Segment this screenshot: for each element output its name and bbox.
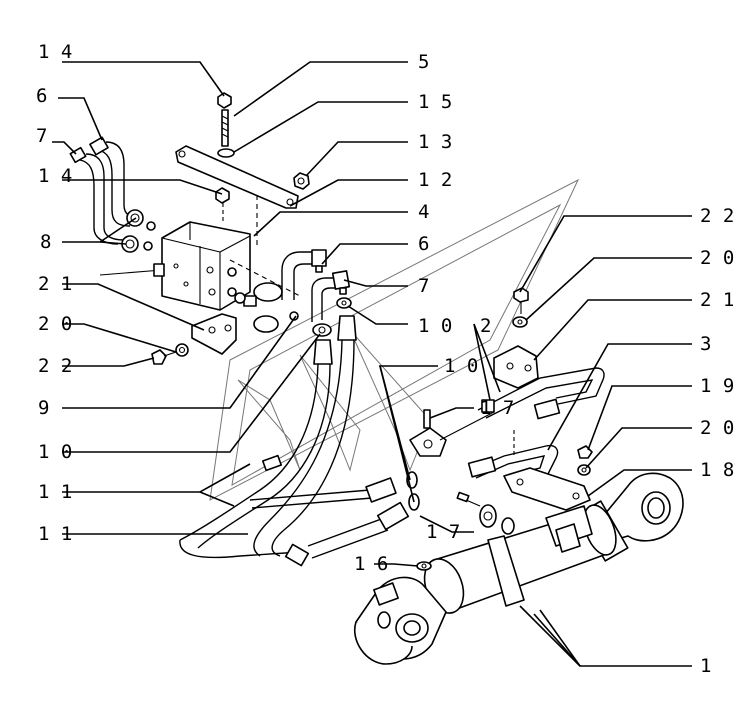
control-valve (99, 221, 251, 311)
seal-washers (312, 297, 352, 337)
callout-7-right: 7 (418, 275, 429, 297)
nut-13 (293, 172, 310, 190)
watermark-logo (209, 178, 580, 501)
callout-7-left: 7 (36, 125, 47, 147)
elbow-fitting-7 (311, 270, 351, 322)
callout-2: 2 (480, 315, 491, 337)
callout-18: 1 8 (700, 459, 734, 481)
callout-1: 1 (700, 655, 711, 677)
rigid-pipe-2 (477, 367, 605, 420)
callout-21-left: 2 1 (38, 273, 72, 295)
callout-labels: 1 4 5 6 1 5 7 1 3 1 4 1 2 4 8 6 2 2 2 1 … (36, 41, 734, 677)
bracket-plate-18 (503, 467, 591, 511)
callout-22-left: 2 2 (38, 355, 72, 377)
callout-10-left: 1 0 (38, 441, 72, 463)
fittings-17 (409, 409, 495, 507)
port-fitting (479, 504, 515, 535)
callout-10-upper: 1 0 (418, 315, 452, 337)
washer-16 (416, 561, 432, 571)
hydraulic-cylinder (353, 472, 684, 665)
callout-20-left: 2 0 (38, 313, 72, 335)
clamp-21-left (191, 313, 237, 355)
callout-6-right: 6 (418, 233, 429, 255)
callout-15: 1 5 (418, 91, 452, 113)
callout-11-lower: 1 1 (38, 523, 72, 545)
valve-fittings (229, 259, 301, 333)
fitting-8 (121, 209, 156, 253)
nut-14-lower (215, 187, 230, 222)
callout-22-right: 2 2 (700, 205, 734, 227)
callout-14-top: 1 4 (38, 41, 72, 63)
bolt-22-right (512, 287, 529, 328)
mounting-bracket (175, 145, 299, 248)
callout-8: 8 (40, 231, 51, 253)
elbow-fitting-6 (281, 249, 327, 300)
callout-4: 4 (418, 201, 429, 223)
callout-9: 9 (38, 397, 49, 419)
callout-21-right: 2 1 (700, 289, 734, 311)
callout-11-upper: 1 1 (38, 481, 72, 503)
callout-5: 5 (418, 51, 429, 73)
pipe-loop-6 (69, 136, 141, 245)
callout-13: 1 3 (418, 131, 452, 153)
callout-20-upper-right: 2 0 (700, 247, 734, 269)
callout-17-upper: 1 7 (480, 397, 514, 419)
hose-11-upper (179, 339, 333, 559)
callout-14-middle: 1 4 (38, 165, 72, 187)
callout-20-lower-right: 2 0 (700, 417, 734, 439)
callout-3: 3 (700, 333, 711, 355)
callout-6-left: 6 (36, 85, 47, 107)
hose-11-lower (249, 315, 410, 567)
callout-19: 1 9 (700, 375, 734, 397)
callout-16: 1 6 (354, 553, 388, 575)
bolt-19 (577, 445, 593, 476)
callout-12: 1 2 (418, 169, 452, 191)
bolt-22-left (151, 343, 189, 365)
callout-10-middle: 1 0 (444, 355, 478, 377)
stud-bolt (217, 92, 235, 158)
leader-lines (52, 61, 692, 667)
callout-17-lower: 1 7 (426, 521, 460, 543)
